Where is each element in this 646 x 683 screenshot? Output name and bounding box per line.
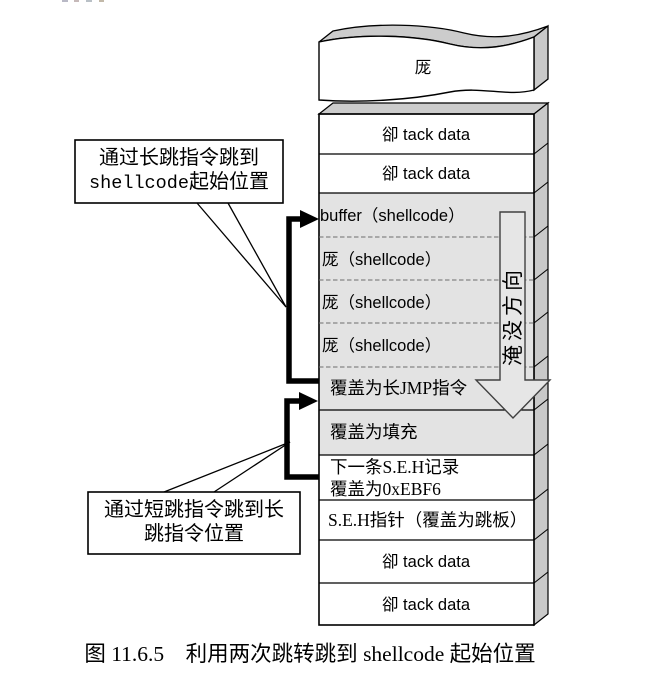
stack-front-face bbox=[318, 113, 535, 626]
stack-row: 下一条S.E.H记录 覆盖为0xEBF6 bbox=[330, 457, 459, 499]
stack-row: S.E.H指针（覆盖为跳板） bbox=[328, 510, 527, 530]
stack-row: 厐（shellcode） bbox=[322, 293, 441, 312]
stack-side-row-edges bbox=[533, 142, 549, 584]
short-jump-arrowhead bbox=[299, 392, 318, 410]
overflow-arrow-label: 淹没方向 bbox=[501, 266, 525, 366]
long-jump-arrow bbox=[286, 210, 319, 384]
long-jump-callout-line1: 通过长跳指令跳到 bbox=[99, 146, 259, 169]
stack-row: 厐（shellcode） bbox=[322, 250, 441, 269]
stack: 淹没方向 卻 tack data 卻 tack data buffer（shel… bbox=[317, 101, 552, 627]
stack-side-face bbox=[533, 101, 549, 627]
svg-text:覆盖为0xEBF6: 覆盖为0xEBF6 bbox=[330, 479, 441, 499]
stack-row: 覆盖为长JMP指令 bbox=[330, 378, 468, 398]
top-block-front-face bbox=[318, 35, 535, 102]
short-jump-callout: 通过短跳指令跳到长 跳指令位置 bbox=[87, 441, 301, 555]
short-jump-arrow bbox=[284, 392, 319, 480]
top-block-label: 厐 bbox=[415, 59, 432, 77]
stack-top-block: 厐 bbox=[318, 24, 549, 102]
figure-caption: 图 11.6.5 利用两次跳转跳到 shellcode 起始位置 bbox=[84, 642, 535, 666]
short-jump-callout-line1: 通过短跳指令跳到长 bbox=[104, 498, 284, 521]
stack-row: 覆盖为填充 bbox=[330, 422, 418, 442]
long-jump-callout-box bbox=[74, 139, 284, 204]
stack-row: buffer（shellcode） bbox=[320, 206, 465, 225]
page-crop-artifact bbox=[62, 0, 104, 2]
long-jump-callout: 通过长跳指令跳到 shellcode起始位置 bbox=[74, 139, 287, 308]
stack-row: 厐（shellcode） bbox=[322, 336, 441, 355]
top-block-side-face bbox=[533, 24, 549, 92]
stack-row: 卻 tack data bbox=[382, 595, 471, 614]
stack-row: 卻 tack data bbox=[382, 552, 471, 571]
stack-row-separators bbox=[319, 153, 534, 584]
overflow-arrow-shape bbox=[474, 211, 552, 420]
overflow-direction-arrow: 淹没方向 bbox=[474, 211, 552, 420]
stack-row: 卻 tack data bbox=[382, 125, 471, 144]
stack-top-face bbox=[317, 102, 550, 115]
long-jump-arrowhead bbox=[300, 210, 319, 228]
svg-text:下一条S.E.H记录: 下一条S.E.H记录 bbox=[330, 457, 459, 477]
stack-row-labels: 卻 tack data 卻 tack data buffer（shellcode… bbox=[320, 125, 527, 614]
long-jump-callout-line2: shellcode起始位置 bbox=[89, 170, 269, 194]
stack-row: 卻 tack data bbox=[382, 164, 471, 183]
short-jump-callout-box bbox=[87, 491, 301, 555]
short-jump-callout-line2: 跳指令位置 bbox=[144, 522, 244, 545]
